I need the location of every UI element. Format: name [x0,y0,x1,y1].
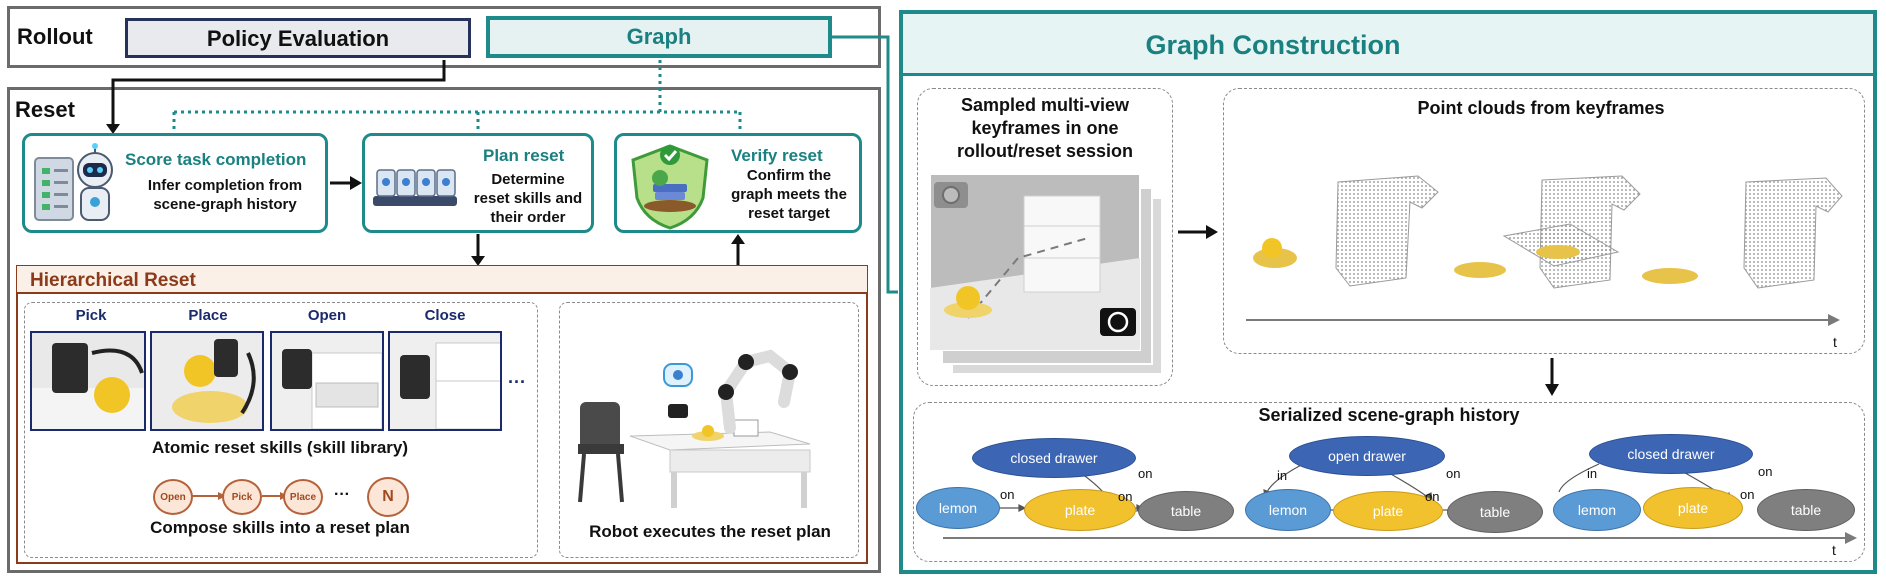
graph-construction-title: Graph Construction [1145,30,1401,60]
graph2-node-lemon: lemon [1245,489,1331,531]
pointclouds-to-serialized-arrow [1545,358,1559,396]
policy-evaluation-box: Policy Evaluation [125,18,471,58]
graph-box: Graph [486,16,832,58]
keyframes-box [917,88,1173,386]
skill-image-pick [30,331,146,431]
robot-caption: Robot executes the reset plan [589,522,831,541]
step-score-body: Infer completion from scene-graph histor… [147,177,303,213]
graph1-edge-drawer-table: on [1138,466,1153,481]
plan-dots: ··· [334,486,350,503]
pointclouds-illustration [1246,175,1843,326]
graph2-edge-drawer-table: on [1446,466,1461,481]
graph3-edge-drawer-table: on [1758,464,1773,479]
robot-execution-box [559,302,859,558]
graph3-edge-plate-table: on [1740,487,1755,502]
plan-node-n: N [367,477,409,517]
keyframes-image-stack [929,173,1163,375]
graph2-node-plate: plate [1333,491,1443,531]
graph2-edge-lemon-drawer: in [1277,468,1288,483]
reset-panel [7,87,881,573]
skill-blocks-icon [373,169,457,206]
graph3-node-plate: plate [1643,487,1743,529]
step-verify-reset: Verify reset Confirm the graph meets the… [614,133,862,233]
graph2-node-drawer: open drawer [1289,436,1445,476]
pointclouds-box [1223,88,1865,354]
plan-node-open: Open [153,479,193,515]
skill-label-place: Place [188,307,228,324]
graph-construction-header [903,14,1873,76]
graph1-edge-lemon-plate: on [1000,487,1015,502]
skill-library-caption: Atomic reset skills (skill library) [151,438,409,457]
graph2-node-table: table [1447,491,1543,533]
graph3-node-drawer: closed drawer [1589,434,1753,474]
graph2-edge-plate-table: on [1425,489,1440,504]
skill-label-close: Close [424,307,466,324]
graph3-node-lemon: lemon [1553,489,1641,531]
pointclouds-caption: Point clouds from keyframes [1417,98,1665,118]
skill-library-box [24,302,538,558]
rollout-label: Rollout [17,24,93,49]
step-verify-body: Confirm the graph meets the reset target [731,167,847,222]
keyframes-caption: Sampled multi-view keyframes in one roll… [956,95,1134,161]
reset-title: Reset [15,97,75,122]
robot-checklist-icon [34,143,113,221]
skill-label-pick: Pick [75,307,107,324]
step-score-title: Score task completion [125,150,307,169]
robot-scene-illustration [578,349,811,508]
graph3-node-table: table [1757,489,1855,531]
skill-image-close [388,331,502,431]
step-plan-reset: Plan reset Determine reset skills and th… [362,133,594,233]
skill-ellipsis: ··· [508,372,526,392]
left-connectors [106,60,745,436]
serialized-history-box [913,402,1865,562]
step-plan-body: Determine reset skills and their order [473,171,583,226]
hierarchical-reset-header [17,266,867,294]
graph1-edge-plate-table: on [1118,489,1133,504]
keyframes-to-pointclouds-arrow [1178,225,1218,239]
plan-node-place: Place [283,479,323,515]
step-plan-title: Plan reset [483,146,565,165]
serialized-caption: Serialized scene-graph history [1258,405,1520,425]
compose-caption: Compose skills into a reset plan [150,518,410,537]
step-verify-title: Verify reset [731,146,823,165]
graph1-node-drawer: closed drawer [972,438,1136,478]
pointclouds-time-label: t [1833,334,1837,350]
verified-shield-icon [631,144,709,230]
hierarchical-reset-title: Hierarchical Reset [30,270,196,291]
skill-image-place [150,331,264,431]
graph1-node-lemon: lemon [916,487,1000,529]
serialized-time-label: t [1832,542,1836,558]
graph1-node-table: table [1138,491,1234,531]
plan-node-pick: Pick [222,479,262,515]
skill-image-open [270,331,384,431]
graph1-node-plate: plate [1024,489,1136,531]
graph-to-construction-connector [832,35,898,294]
skill-label-open: Open [307,307,347,324]
graph3-edge-lemon-drawer: in [1587,466,1598,481]
step-score-task: Score task completion Infer completion f… [22,133,328,233]
